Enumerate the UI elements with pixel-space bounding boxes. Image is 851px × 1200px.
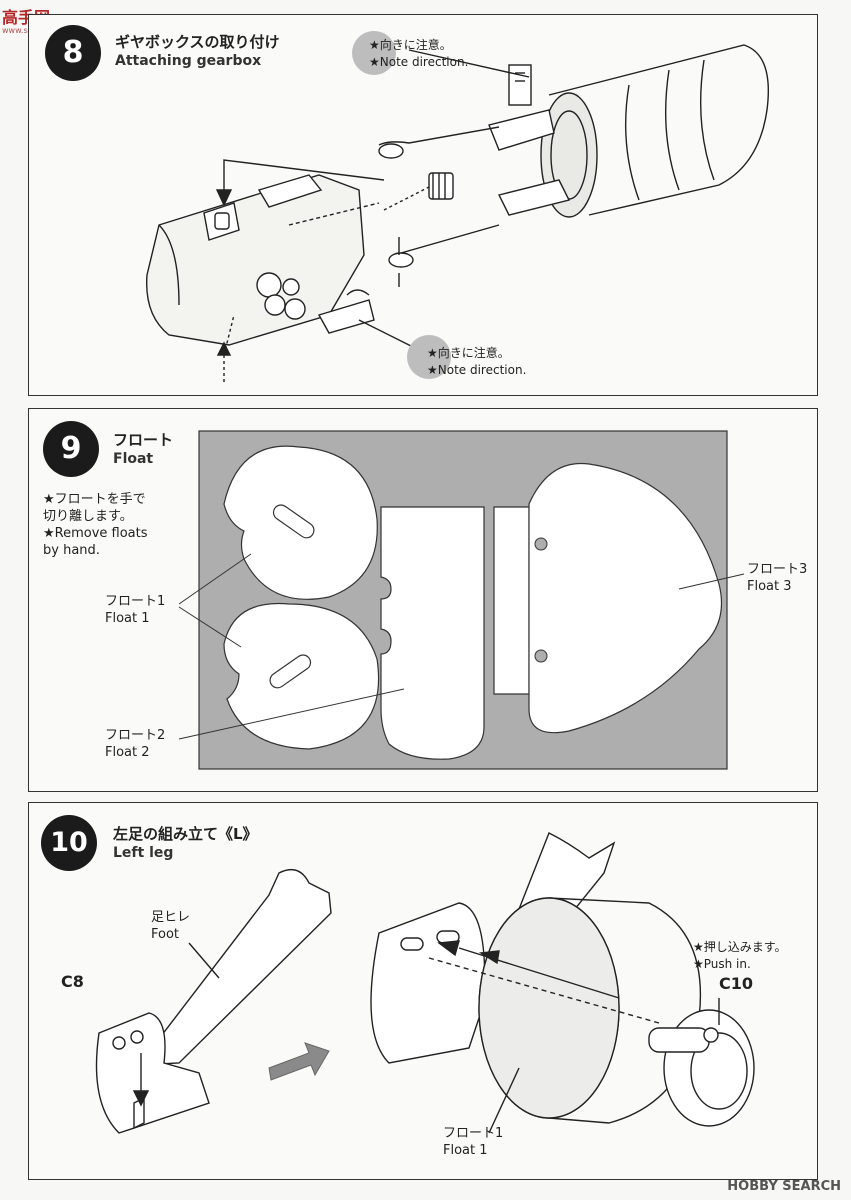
step-8-panel: 8 ギヤボックスの取り付け Attaching gearbox <box>28 14 818 396</box>
step-number-10: 10 <box>41 815 97 871</box>
step-8-note-1: ★向きに注意。★Note direction. <box>369 38 469 69</box>
step-9-title-en: Float <box>113 451 154 467</box>
step-10-panel: 10 左足の組み立て《L》 Left leg <box>28 802 818 1180</box>
step-9-note: ★フロートを手で 切り離します。 ★Remove floats by hand. <box>43 492 148 558</box>
step-number-9: 9 <box>43 421 99 477</box>
step-9-panel: 9 フロート Float ★フロートを手で 切り離します。 ★Remove fl… <box>28 408 818 792</box>
step-number-8: 8 <box>45 25 101 81</box>
part-c8-label: C8 <box>61 972 84 991</box>
push-in-note: ★押し込みます。★Push in. <box>693 940 787 971</box>
watermark-hobbysearch: HOBBY SEARCH <box>727 1179 841 1194</box>
left-leg-illustration <box>95 832 755 1134</box>
float-sprue-illustration <box>178 430 745 770</box>
step-9-title-jp: フロート <box>113 431 174 449</box>
step-8-note-2: ★向きに注意。★Note direction. <box>427 346 527 377</box>
gearbox-illustration <box>145 31 770 385</box>
step-10-title-jp: 左足の組み立て《L》 <box>113 825 258 843</box>
step-10-title-en: Left leg <box>113 845 174 861</box>
step-8-title-jp: ギヤボックスの取り付け <box>115 33 280 51</box>
part-c10-label: C10 <box>719 974 754 993</box>
step-8-title-en: Attaching gearbox <box>115 53 262 69</box>
